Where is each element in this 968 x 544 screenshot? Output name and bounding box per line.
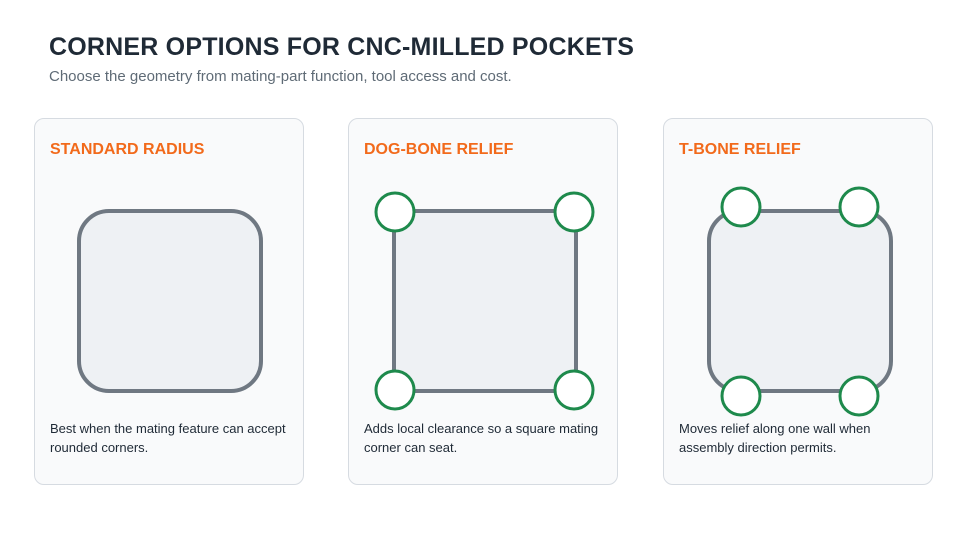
relief-circle-top-left	[374, 191, 416, 233]
card-standard-radius: STANDARD RADIUS Best when the mating fea…	[34, 118, 304, 485]
card-t-bone-relief: T-BONE RELIEF Moves relief along one wal…	[663, 118, 933, 485]
t-bone-diagram	[707, 186, 893, 417]
relief-circle-top-right	[553, 191, 595, 233]
card-title: DOG-BONE RELIEF	[364, 141, 514, 158]
page-subtitle: Choose the geometry from mating-part fun…	[49, 68, 512, 85]
card-title: T-BONE RELIEF	[679, 141, 801, 158]
relief-circle-bottom-right	[553, 369, 595, 411]
card-description: Best when the mating feature can accept …	[50, 421, 286, 455]
relief-circle-bottom-left	[720, 375, 762, 417]
relief-circle-bottom-left	[374, 369, 416, 411]
page-title: CORNER OPTIONS FOR CNC-MILLED POCKETS	[49, 33, 635, 61]
standard-radius-diagram	[77, 209, 263, 393]
relief-circle-bottom-right	[838, 375, 880, 417]
card-dog-bone-relief: DOG-BONE RELIEF Adds local clearance so …	[348, 118, 618, 485]
card-title: STANDARD RADIUS	[50, 141, 205, 158]
card-description: Moves relief along one wall when assembl…	[679, 421, 871, 455]
card-description: Adds local clearance so a square mating …	[364, 421, 599, 455]
dog-bone-diagram	[374, 191, 595, 411]
pocket-outline	[392, 209, 578, 393]
pocket-outline	[77, 209, 263, 393]
relief-circle-top-right	[838, 186, 880, 228]
relief-circle-top-left	[720, 186, 762, 228]
pocket-outline	[707, 209, 893, 393]
